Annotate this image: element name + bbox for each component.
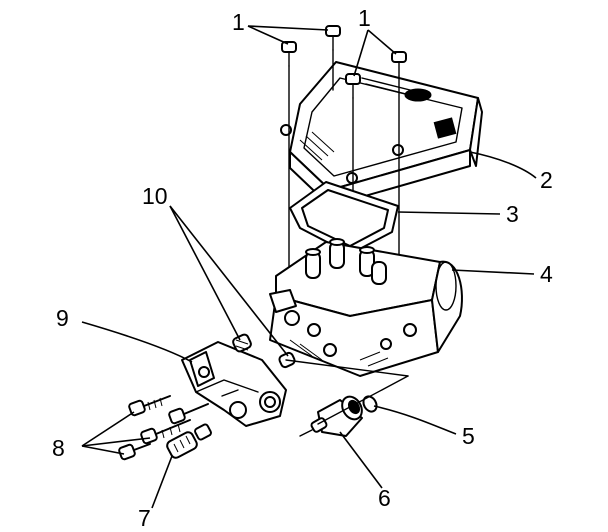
- bolt-c: [118, 443, 151, 461]
- assembly-lines: [221, 359, 409, 425]
- callout-8: 8: [52, 435, 65, 461]
- cover-screws: [281, 25, 407, 99]
- modulator-valve-body: [269, 238, 463, 377]
- callout-7: 7: [138, 505, 151, 531]
- fitting: [166, 423, 212, 459]
- bolt-d: [168, 403, 209, 425]
- screw-b: [325, 25, 341, 51]
- seal-a: [232, 333, 252, 353]
- solenoid: [299, 395, 378, 437]
- screw-a: [281, 41, 297, 67]
- callout-6: 6: [378, 485, 391, 511]
- callout-1-right: 1: [358, 5, 371, 31]
- callout-4: 4: [540, 261, 553, 287]
- ebcm-cover: [280, 61, 483, 207]
- seals: [232, 333, 296, 369]
- callout-labels: 1 1 2 3 4 5 6 7 8 9 10: [52, 5, 553, 531]
- screw-d: [345, 73, 361, 99]
- callout-5: 5: [462, 423, 475, 449]
- cover-gasket: [289, 181, 399, 255]
- callout-1-left: 1: [232, 9, 245, 35]
- callout-10: 10: [142, 183, 168, 209]
- callout-9: 9: [56, 305, 69, 331]
- callout-2: 2: [540, 167, 553, 193]
- screw-c: [391, 51, 407, 77]
- bracket: [181, 341, 287, 427]
- bracket-bolts: [118, 395, 209, 461]
- callout-3: 3: [506, 201, 519, 227]
- leader-lines: [81, 25, 537, 509]
- bolt-a: [128, 395, 171, 417]
